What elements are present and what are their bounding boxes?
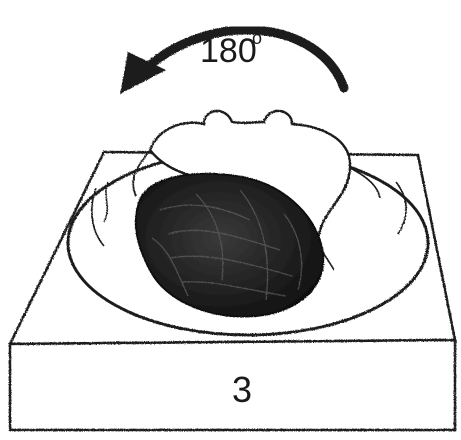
degree-symbol: o bbox=[252, 28, 262, 48]
rotation-angle-label: 180 bbox=[200, 32, 257, 70]
block-label: 3 bbox=[232, 369, 252, 410]
